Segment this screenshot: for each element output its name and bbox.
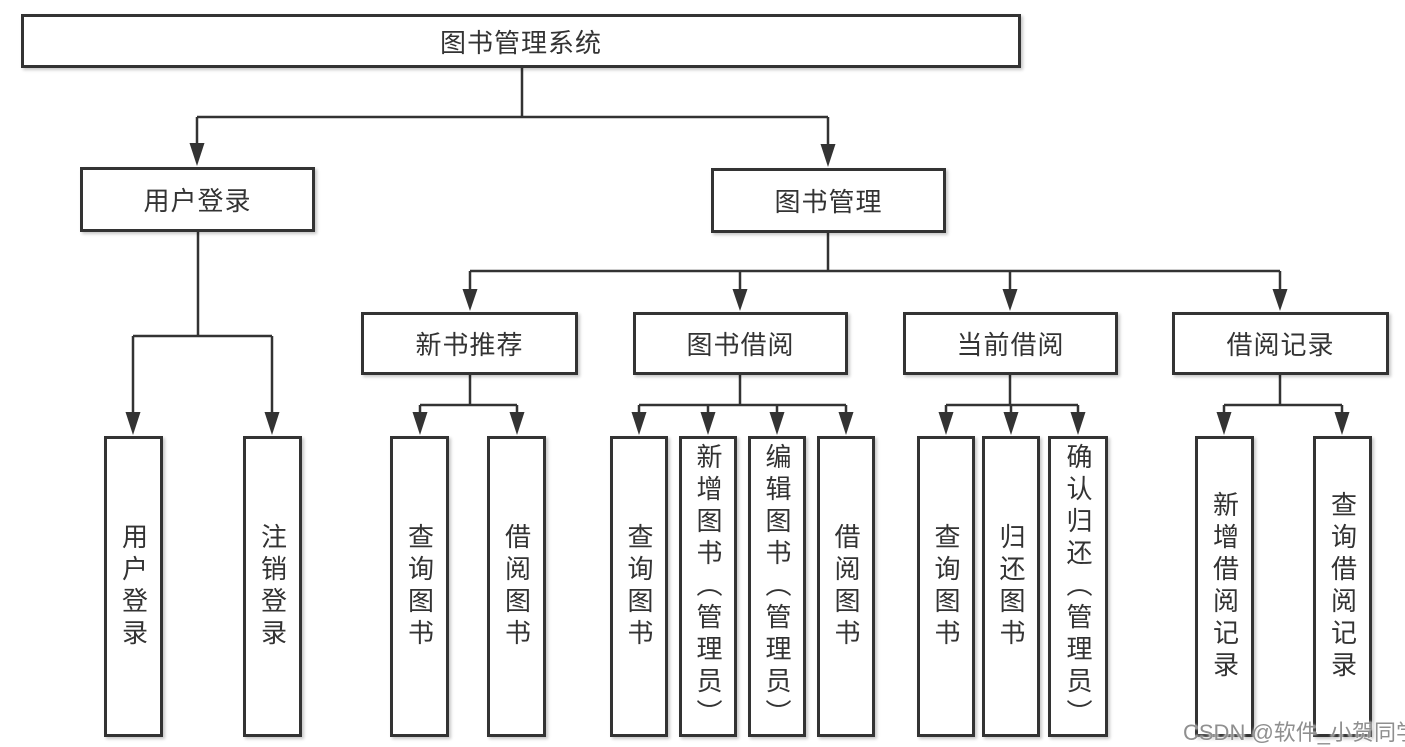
node-user-login: 用户登录 (80, 167, 315, 232)
leaf-query-books-recommend: 查询图书 (390, 436, 449, 737)
leaf-add-book-admin: 新增图书（管理员） (679, 436, 737, 737)
leaf-add-borrowing-record: 新增借阅记录 (1195, 436, 1254, 737)
node-book-borrowing: 图书借阅 (633, 312, 848, 375)
csdn-watermark: CSDN @软件_小贺同学 (1183, 720, 1405, 745)
leaf-borrow-books-borrowing: 借阅图书 (817, 436, 875, 737)
leaf-confirm-return-admin: 确认归还（管理员） (1048, 436, 1108, 737)
node-borrowing-records: 借阅记录 (1172, 312, 1389, 375)
leaf-borrow-books-recommend: 借阅图书 (487, 436, 546, 737)
node-new-book-recommendation: 新书推荐 (361, 312, 578, 375)
leaf-query-books-borrowing: 查询图书 (610, 436, 668, 737)
leaf-user-login: 用户登录 (104, 436, 163, 737)
leaf-return-book: 归还图书 (982, 436, 1040, 737)
leaf-query-books-current: 查询图书 (917, 436, 975, 737)
arrowhead-icons (125, 143, 1350, 435)
leaf-edit-book-admin: 编辑图书（管理员） (748, 436, 806, 737)
leaf-query-borrowing-record: 查询借阅记录 (1313, 436, 1372, 737)
node-book-management: 图书管理 (711, 168, 946, 233)
node-current-borrowing: 当前借阅 (903, 312, 1118, 375)
node-root-library-management-system: 图书管理系统 (21, 14, 1021, 68)
leaf-logout: 注销登录 (243, 436, 302, 737)
